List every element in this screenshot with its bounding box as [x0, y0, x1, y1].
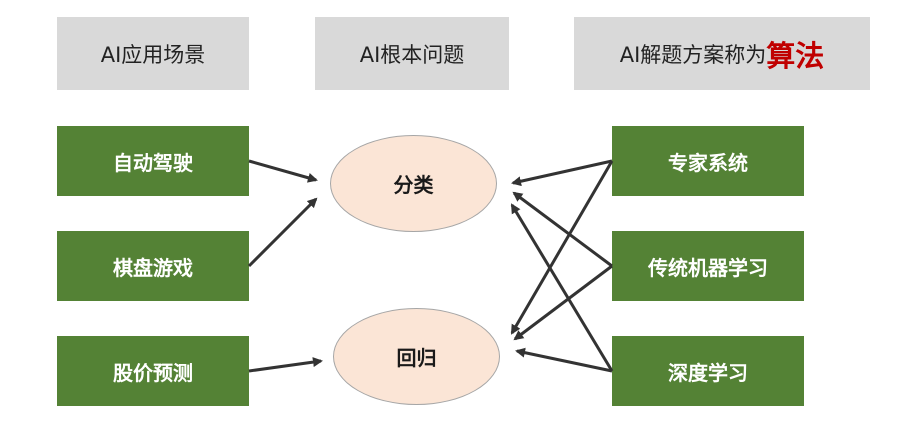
arrow-expert-to-classification — [511, 159, 613, 187]
problem-regression: 回归 — [333, 308, 500, 405]
algorithm-label: 传统机器学习 — [648, 255, 768, 280]
arrow-driving-to-classification — [248, 159, 318, 183]
header-solutions-label: AI解题方案称为 — [619, 42, 767, 67]
header-problems: AI根本问题 — [315, 17, 509, 90]
scenario-label: 自动驾驶 — [113, 150, 193, 175]
arrow-deep-to-classification — [510, 203, 614, 372]
problem-classification: 分类 — [330, 135, 497, 232]
arrow-ml-to-classification — [512, 191, 613, 268]
arrow-expert-to-regression — [510, 160, 614, 335]
scenario-label: 股价预测 — [113, 360, 193, 385]
arrow-games-to-classification — [247, 197, 318, 268]
algorithm-expert-system: 专家系统 — [612, 126, 804, 196]
arrow-deep-to-regression — [515, 347, 613, 373]
scenario-label: 棋盘游戏 — [113, 255, 193, 280]
algorithm-traditional-ml: 传统机器学习 — [612, 231, 804, 301]
scenario-board-games: 棋盘游戏 — [57, 231, 249, 301]
problem-label: 回归 — [396, 346, 437, 370]
header-solutions: AI解题方案称为算法 — [574, 17, 870, 90]
algorithm-deep-learning: 深度学习 — [612, 336, 804, 406]
arrow-stock-to-regression — [248, 357, 323, 373]
arrow-ml-to-regression — [513, 264, 613, 341]
header-solutions-accent: 算法 — [766, 38, 825, 73]
header-problems-label: AI根本问题 — [359, 42, 465, 67]
header-scenarios-label: AI应用场景 — [100, 42, 206, 67]
algorithm-label: 深度学习 — [668, 360, 748, 385]
problem-label: 分类 — [393, 173, 434, 197]
scenario-stock-prediction: 股价预测 — [57, 336, 249, 406]
header-scenarios: AI应用场景 — [57, 17, 249, 90]
scenario-autonomous-driving: 自动驾驶 — [57, 126, 249, 196]
algorithm-label: 专家系统 — [668, 150, 748, 175]
